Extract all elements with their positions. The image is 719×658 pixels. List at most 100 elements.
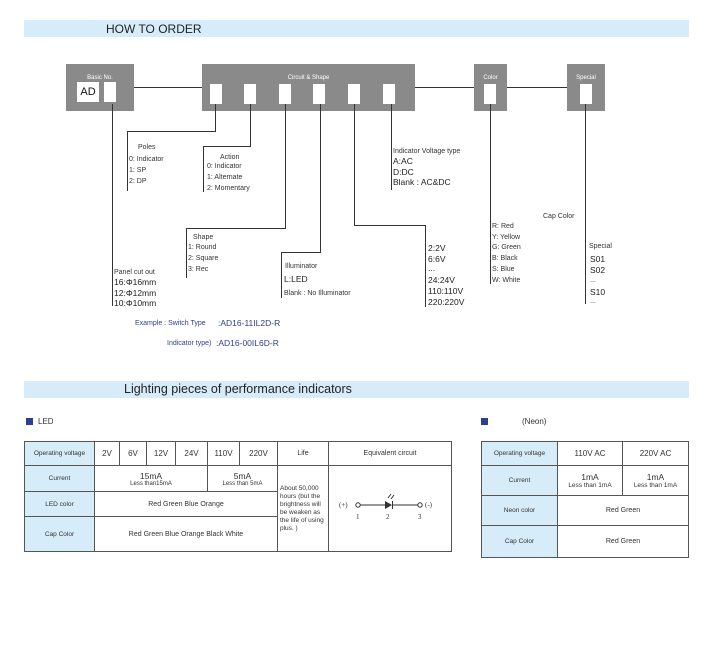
voltage-item: 2:2V xyxy=(428,243,446,253)
voltage-cell: 110V xyxy=(207,441,240,466)
current-value: 5mA xyxy=(233,470,252,481)
performance-band: Lighting pieces of performance indicator… xyxy=(24,381,689,398)
cap-color-item: S: Blue xyxy=(492,266,515,273)
leader-line xyxy=(281,252,282,298)
panel-title: Panel cut out xyxy=(114,269,155,276)
terminal-3 xyxy=(417,501,423,508)
voltage-cell: 24V xyxy=(175,441,208,466)
terminal-label: 1 xyxy=(356,513,360,521)
current-note: Less than 5mA xyxy=(222,480,263,487)
special-title: Special xyxy=(589,243,612,250)
neon-color-value: Red Green xyxy=(557,495,689,526)
voltage-type-title: Indicator Voltage type xyxy=(393,148,461,155)
basic-no-box: Basic No. AD xyxy=(66,64,134,111)
special-slot xyxy=(580,84,592,104)
leader-line xyxy=(203,146,204,192)
neon-current-header: Current xyxy=(481,465,558,496)
leader-line xyxy=(215,104,216,131)
led-icon xyxy=(385,500,392,509)
leader-line xyxy=(112,104,113,306)
voltage-type-item: D:DC xyxy=(393,167,414,177)
led-label: LED xyxy=(38,417,54,426)
voltage-cell: 6V xyxy=(119,441,147,466)
poles-title: Poles xyxy=(138,144,156,151)
leader-line xyxy=(425,225,426,307)
current-note: Less than15mA xyxy=(130,480,172,487)
color-slot xyxy=(484,84,496,104)
circuit-shape-caption: Circuit & Shape xyxy=(287,75,330,81)
connector-line xyxy=(507,87,567,88)
led-color-header: LED color xyxy=(24,491,95,517)
neon-bullet-icon xyxy=(481,418,488,425)
neon-current-value: 1mA xyxy=(646,472,665,482)
life-cell: About 50,000 hours (but the brightness w… xyxy=(277,465,329,552)
action-title: Action xyxy=(220,154,240,161)
shape-item: 2: Square xyxy=(188,255,219,262)
leader-line xyxy=(354,225,425,226)
basic-no-caption: Basic No. xyxy=(87,75,113,81)
cap-color-title: Cap Color xyxy=(543,213,575,220)
basic-no-code: AD xyxy=(77,82,99,102)
poles-item: 1: SP xyxy=(129,167,147,174)
example-indicator-value: :AD16-00IL6D-R xyxy=(216,338,279,348)
action-item: 1: Alternate xyxy=(207,174,243,181)
terminal-1 xyxy=(355,501,361,508)
cap-color-item: Y: Yellow xyxy=(492,234,521,241)
cap-color-header: Cap Color xyxy=(24,516,95,552)
leader-line xyxy=(391,104,392,190)
illuminator-item: Blank : No Illuminator xyxy=(284,290,351,297)
poles-slot xyxy=(210,84,222,104)
leader-line xyxy=(250,104,251,146)
color-caption: Color xyxy=(483,75,498,81)
voltage-item: 6:6V xyxy=(428,254,446,264)
neon-current-note: Less than 1mA xyxy=(633,482,678,489)
current-cell: 5mA Less than 5mA xyxy=(207,465,278,492)
poles-item: 0: Indicator xyxy=(129,156,164,163)
voltage-slot xyxy=(348,84,360,104)
current-header: Current xyxy=(24,465,95,492)
connector-line xyxy=(134,87,202,88)
cap-color-value: Red Green Blue Orange Black White xyxy=(94,516,278,552)
voltage-item: ... xyxy=(428,263,436,273)
neon-voltage-cell: 110V AC xyxy=(557,441,623,466)
shape-title: Shape xyxy=(193,234,214,241)
life-header: Life xyxy=(277,441,329,466)
voltage-item: 24:24V xyxy=(428,275,455,285)
neon-current-value: 1mA xyxy=(581,472,599,482)
special-item: S02 xyxy=(590,265,606,275)
special-item: ... xyxy=(590,298,596,305)
voltage-type-item: Blank : AC&DC xyxy=(393,177,451,187)
illuminator-title: Illuminator xyxy=(285,263,318,270)
neon-cap-color-value: Red Green xyxy=(557,525,689,558)
poles-item: 2: DP xyxy=(129,178,147,185)
shape-item: 1: Round xyxy=(188,244,217,251)
led-table: Operating voltage 2V 6V 12V 24V 110V 220… xyxy=(24,441,452,552)
led-ray xyxy=(387,493,392,498)
leader-line xyxy=(285,104,286,228)
leader-line xyxy=(186,228,286,229)
connector-line xyxy=(415,87,474,88)
led-bullet-icon xyxy=(26,418,33,425)
neon-label: (Neon) xyxy=(522,417,547,426)
equivalent-header: Equivalent circuit xyxy=(328,441,452,466)
voltage-item: 110:110V xyxy=(428,286,464,296)
neon-current-cell: 1mA Less than 1mA xyxy=(622,465,689,496)
voltage-cell: 2V xyxy=(94,441,120,466)
special-item: S01 xyxy=(590,254,606,264)
shape-slot xyxy=(279,84,291,104)
terminal-label: 2 xyxy=(386,513,390,521)
cap-color-item: B: Black xyxy=(492,255,518,262)
circuit-minus: (-) xyxy=(425,501,433,509)
leader-line xyxy=(186,228,187,278)
panel-slot xyxy=(104,82,116,102)
special-box: Special xyxy=(567,64,605,111)
illuminator-slot xyxy=(313,84,325,104)
color-box: Color xyxy=(474,64,507,111)
op-voltage-header: Operating voltage xyxy=(24,441,95,466)
panel-item: 12:Φ12mm xyxy=(114,288,157,298)
special-item: S10 xyxy=(590,287,606,297)
leader-line xyxy=(127,131,128,191)
neon-op-voltage-header: Operating voltage xyxy=(481,441,558,466)
voltage-item: 220:220V xyxy=(428,297,465,307)
led-circuit-diagram: (+) (-) 1 2 3 xyxy=(339,493,433,521)
